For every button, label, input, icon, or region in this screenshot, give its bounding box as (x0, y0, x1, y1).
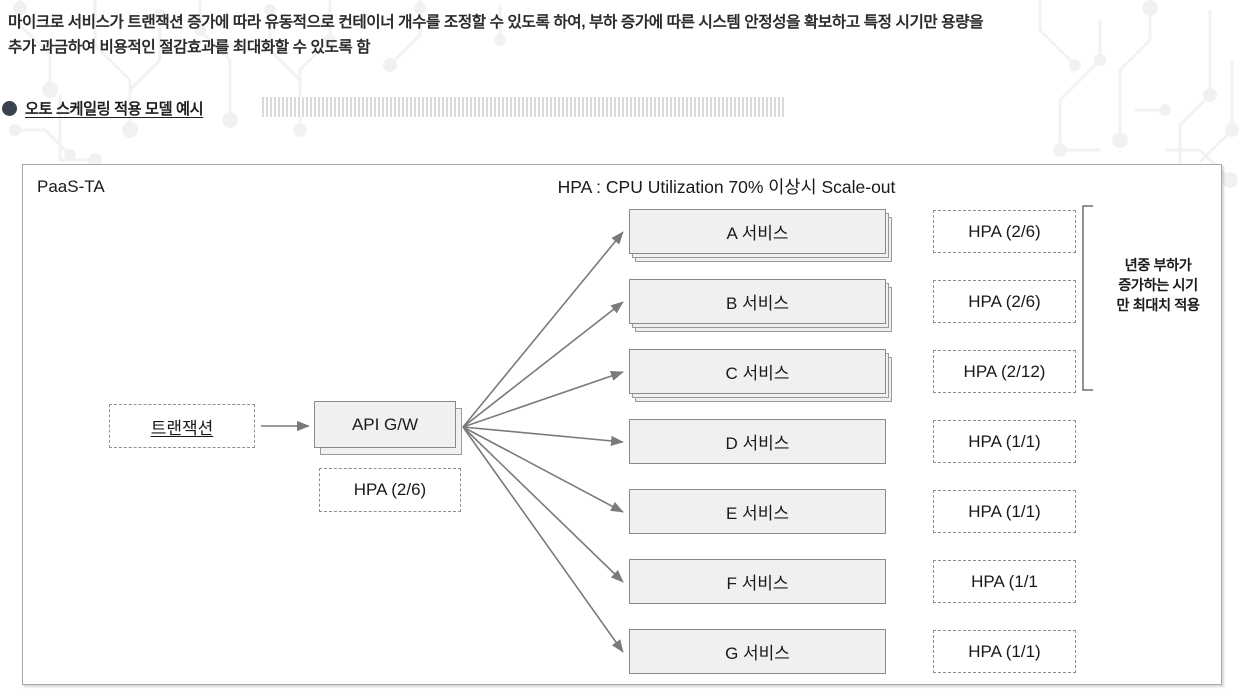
service-hpa-box-e: HPA (1/1) (933, 490, 1076, 533)
section-heading: 오토 스케일링 적용 모델 예시 (2, 97, 204, 119)
gateway-hpa-box: HPA (2/6) (319, 468, 461, 512)
service-hpa-label: HPA (1/1 (971, 571, 1038, 591)
service-box-b: B 서비스 (629, 279, 886, 324)
service-hpa-box-f: HPA (1/1 (933, 560, 1076, 603)
service-hpa-label: HPA (2/6) (968, 221, 1041, 241)
arrow-gateway-to-service-d (462, 426, 624, 446)
arrow-gateway-to-service-f (462, 426, 624, 583)
arrow-gateway-to-service-g (462, 426, 624, 653)
service-label: B 서비스 (726, 294, 789, 313)
service-hpa-label: HPA (1/1) (968, 501, 1041, 521)
arrow-gateway-to-service-c (462, 371, 624, 428)
diagram-frame: PaaS-TA HPA : CPU Utilization 70% 이상시 Sc… (22, 164, 1222, 685)
service-hpa-box-c: HPA (2/12) (933, 350, 1076, 393)
service-hpa-label: HPA (1/1) (968, 641, 1041, 661)
service-label: F 서비스 (726, 574, 789, 593)
bracket-annotation-text: 년중 부하가 증가하는 시기 만 최대치 적용 (1116, 258, 1200, 314)
transaction-box: 트랜잭션 (109, 404, 255, 448)
header-description-text: 마이크로 서비스가 트랜잭션 증가에 따라 유동적으로 컨테이너 개수를 조정할… (8, 14, 984, 56)
service-label: C 서비스 (725, 364, 790, 383)
service-box-d: D 서비스 (629, 419, 886, 464)
service-hpa-box-d: HPA (1/1) (933, 420, 1076, 463)
hpa-policy-title: HPA : CPU Utilization 70% 이상시 Scale-out (557, 177, 896, 197)
service-label: A 서비스 (726, 224, 789, 243)
service-hpa-label: HPA (1/1) (968, 431, 1041, 451)
service-box-e: E 서비스 (629, 489, 886, 534)
section-heading-label: 오토 스케일링 적용 모델 예시 (25, 101, 204, 118)
service-box-c: C 서비스 (629, 349, 886, 394)
service-label: D 서비스 (725, 434, 790, 453)
service-hpa-box-g: HPA (1/1) (933, 630, 1076, 673)
service-hpa-label: HPA (2/6) (968, 291, 1041, 311)
service-box-f: F 서비스 (629, 559, 886, 604)
transaction-label: 트랜잭션 (150, 418, 214, 438)
gateway-hpa-label: HPA (2/6) (353, 480, 427, 499)
heading-stripe-band (262, 97, 786, 117)
arrow-gateway-to-service-b (462, 301, 624, 428)
filled-circle-bullet-icon (2, 100, 17, 116)
paas-ta-label: PaaS-TA (37, 177, 105, 196)
service-box-a: A 서비스 (629, 209, 886, 254)
api-gateway-label: API G/W (351, 414, 419, 434)
service-label: G 서비스 (725, 644, 790, 663)
api-gateway-box: API G/W (314, 401, 456, 448)
service-box-g: G 서비스 (629, 629, 886, 674)
service-label: E 서비스 (726, 504, 789, 523)
service-hpa-box-b: HPA (2/6) (933, 280, 1076, 323)
arrow-gateway-to-service-a (462, 231, 624, 428)
service-hpa-label: HPA (2/12) (963, 361, 1046, 381)
service-hpa-box-a: HPA (2/6) (933, 210, 1076, 253)
arrow-gateway-to-service-e (462, 426, 624, 513)
grouping-bracket (1082, 205, 1093, 391)
